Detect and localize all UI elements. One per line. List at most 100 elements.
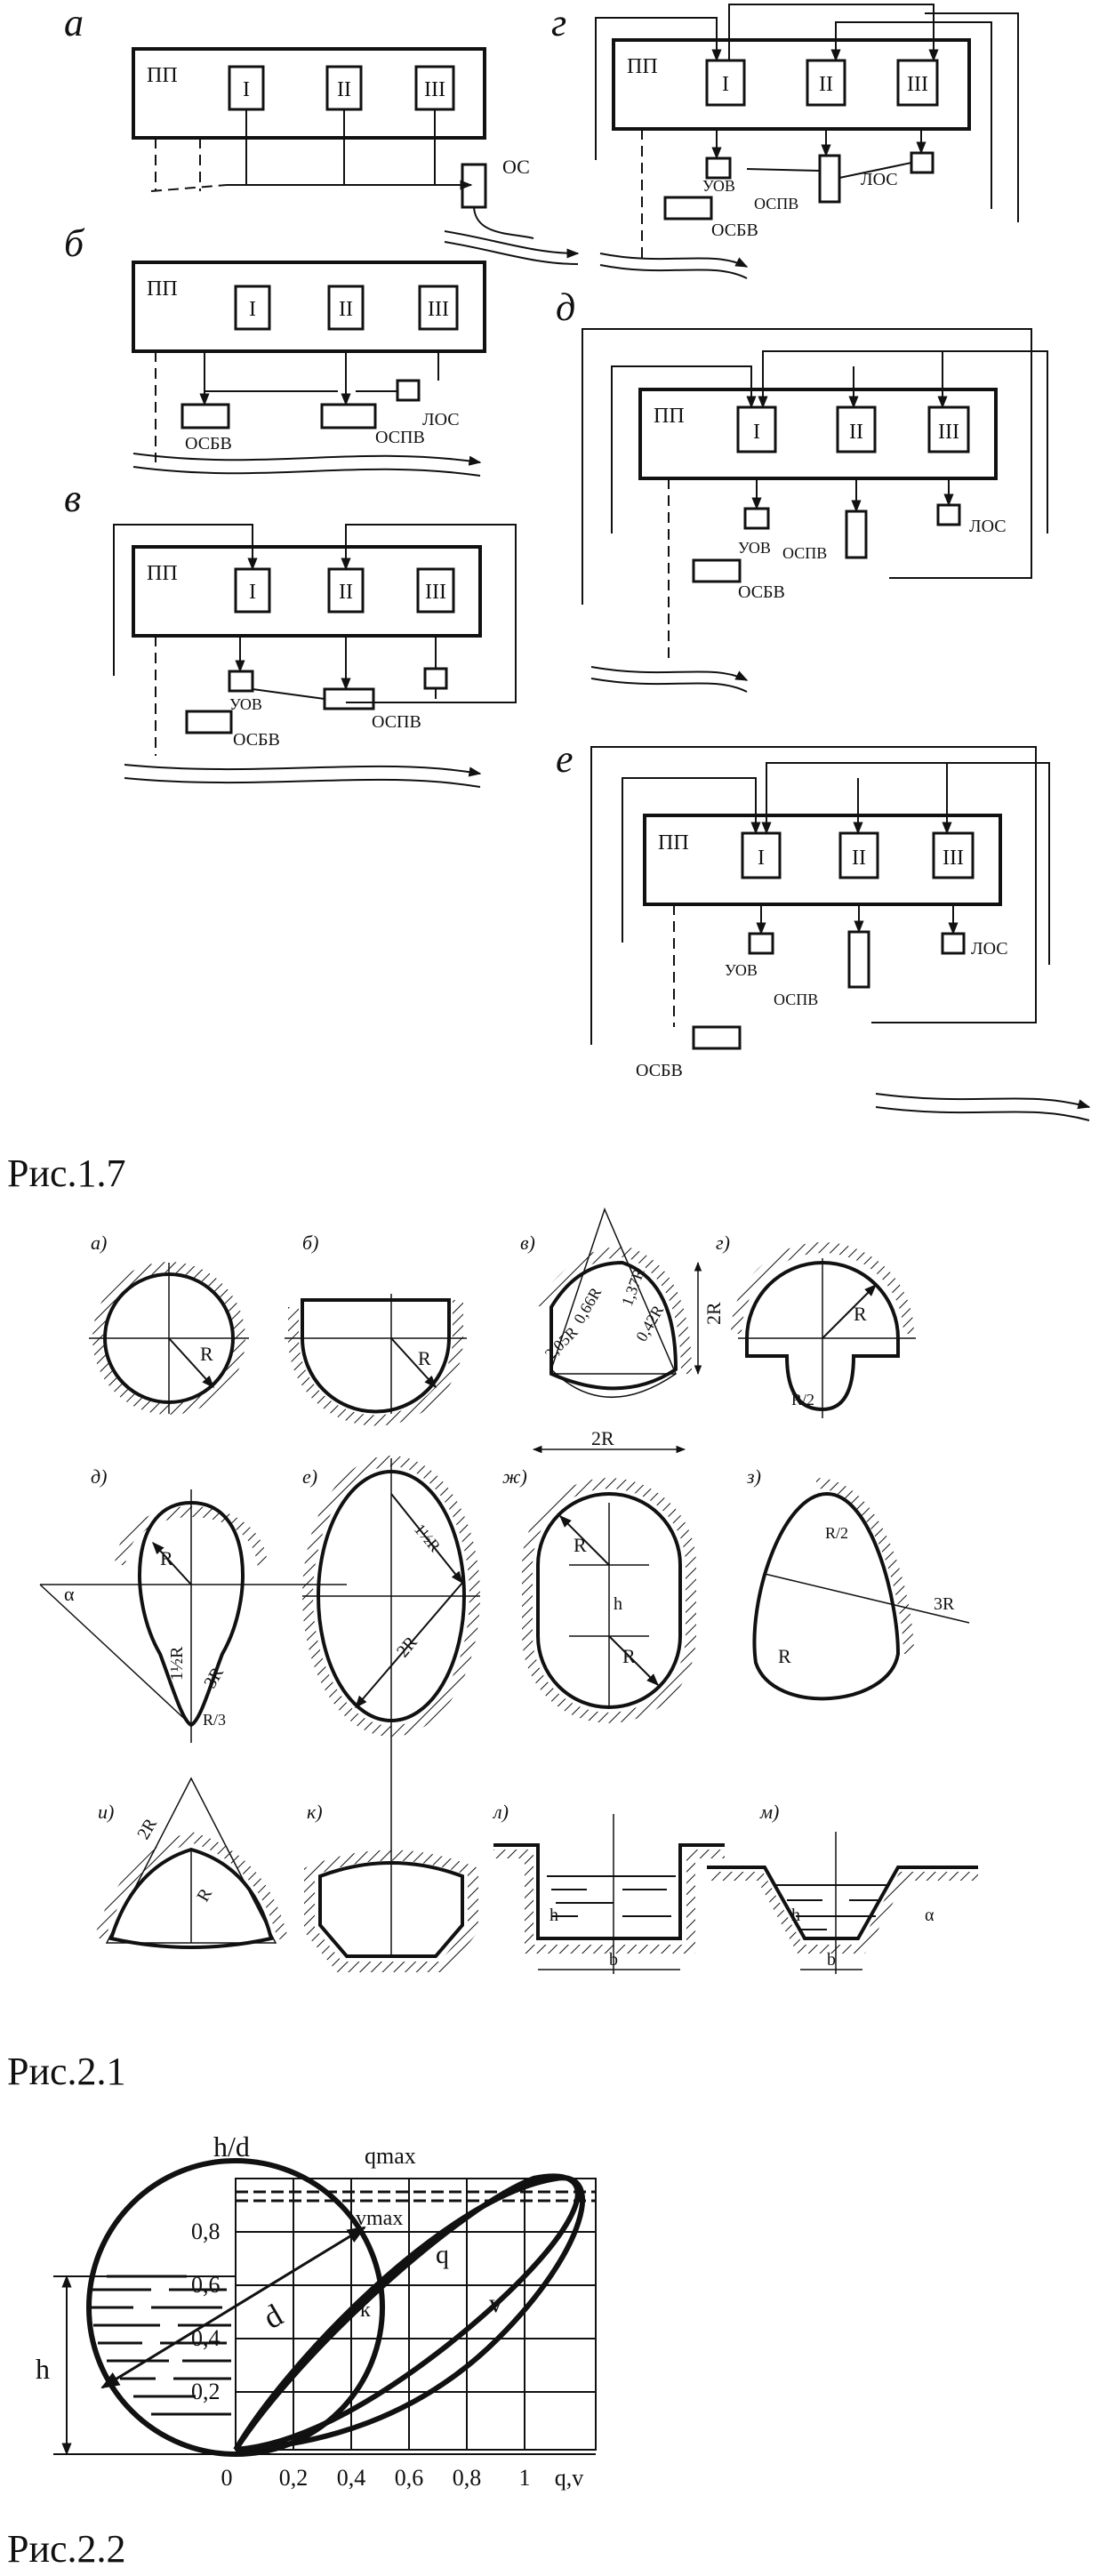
workshop-3: III (428, 298, 449, 321)
radius-label: R (854, 1303, 867, 1325)
radius-label: R (418, 1347, 431, 1369)
ospv-label: ОСПВ (375, 428, 425, 447)
workshop-1: I (758, 847, 765, 870)
qmax-label: qmax (365, 2143, 416, 2169)
workshop-3: III (425, 581, 446, 604)
figure-1-7: а ПП I II III ОС б ПП (64, 1, 1091, 1121)
panel-label: ж) (502, 1465, 527, 1488)
two-r-label: 2R (591, 1427, 614, 1449)
h-label: h (549, 1906, 558, 1925)
los-label: ЛОС (971, 939, 1008, 959)
ospv-label: ОСПВ (782, 544, 827, 562)
label-042r: 0,42R (632, 1302, 667, 1344)
alpha-label: α (64, 1583, 75, 1605)
panel-label: з) (746, 1465, 761, 1488)
plant-label: ПП (147, 64, 178, 87)
panel-label: к) (307, 1801, 323, 1823)
workshop-1: I (249, 298, 256, 321)
x-tick: 0,2 (279, 2465, 309, 2491)
figure-2-2: d h h/d qmax vmax q v к 0,8 0,6 0,4 0,2 … (36, 2131, 597, 2491)
panel-label-e: е (556, 737, 574, 781)
plant-label: ПП (147, 562, 178, 585)
workshop-2: II (339, 298, 353, 321)
section-z: з) 3R R/2 R (746, 1465, 970, 1701)
two-r-label: 2R (393, 1633, 421, 1662)
uov-label: УОВ (702, 177, 735, 195)
workshop-2: II (339, 581, 353, 604)
ospv-label: ОСПВ (372, 712, 421, 732)
panel-label: в) (520, 1232, 535, 1254)
section-v: в) 2R 2R 0,66R 1,37R 2,05R 0,42R (520, 1207, 725, 1454)
los-label: ЛОС (422, 410, 460, 429)
workshop-1: I (722, 73, 729, 96)
panel-label: б) (302, 1232, 318, 1254)
panel-b: б ПП I II III ОСБВ ОСПВ ЛОС (64, 221, 486, 477)
label-205r: 2,05R (541, 1323, 582, 1363)
los-label: ЛОС (969, 517, 1007, 536)
osbv-label: ОСБВ (636, 1061, 683, 1080)
radius-label: R (574, 1534, 587, 1556)
figure-caption-2-1: Рис.2.1 (7, 2050, 126, 2093)
panel-label-b: б (64, 221, 85, 265)
r-half-label: R/2 (825, 1524, 848, 1542)
panel-a: а ПП I II III ОС (64, 1, 580, 265)
workshop-1: I (243, 78, 250, 101)
y-tick: 0,8 (191, 2219, 221, 2244)
uov-label: УОВ (738, 539, 771, 557)
section-m: м) h α b (707, 1801, 978, 1974)
h-label: h (791, 1906, 800, 1925)
panel-label: а) (91, 1232, 107, 1254)
section-e: е) 1½R 2R (302, 1456, 480, 1956)
panel-label-v: в (64, 477, 81, 520)
radius-label: R (160, 1547, 173, 1569)
three-r-label: 3R (200, 1664, 228, 1692)
workshop-3: III (938, 421, 959, 444)
osbv-label: ОСБВ (233, 730, 280, 750)
ospv-label: ОСПВ (774, 991, 818, 1008)
figure-caption-1-7: Рис.1.7 (7, 1152, 126, 1195)
k-label: к (360, 2299, 371, 2322)
b-label: b (609, 1950, 618, 1970)
los-label: ЛОС (861, 170, 898, 189)
three-r-label: 3R (934, 1594, 955, 1614)
panel-v: в ПП I II III УОВ ОСБВ ОСПВ (64, 477, 517, 788)
b-label: b (827, 1950, 836, 1970)
uov-label: УОВ (725, 961, 758, 979)
uov-label: УОВ (229, 695, 262, 713)
r-half-label: R/2 (791, 1391, 814, 1408)
two-r-label: 2R (133, 1815, 161, 1843)
section-i: и) 2R R (94, 1777, 288, 1949)
h-label: h (614, 1594, 622, 1614)
x-ticks: 0 0,2 0,4 0,6 0,8 1 q,v (221, 2465, 584, 2491)
vmax-label: vmax (356, 2207, 403, 2230)
osbv-label: ОСБВ (185, 434, 232, 453)
one-half-r-label: 1½R (167, 1646, 187, 1681)
plant-label: ПП (654, 405, 685, 428)
section-zh: ж) R R h (502, 1465, 696, 1723)
radius-label: R (778, 1645, 791, 1667)
workshop-3: III (943, 847, 964, 870)
osbv-label: ОСБВ (711, 221, 758, 240)
panel-g: г ПП I II III УОВ ОСПВ ЛОС ОСБВ (551, 1, 1019, 279)
r-third-label: R/3 (203, 1711, 226, 1729)
label-137r: 1,37R (618, 1266, 648, 1309)
panel-label-a: а (64, 1, 84, 44)
radius-label-2: R (622, 1645, 636, 1667)
workshop-2: II (852, 847, 866, 870)
y-tick: 0,4 (191, 2325, 221, 2351)
plant-label: ПП (658, 831, 689, 855)
x-axis-title: q,v (555, 2465, 584, 2491)
workshop-2: II (337, 78, 351, 101)
section-a: а) R (89, 1232, 249, 1415)
panel-label-g: г (551, 1, 566, 44)
section-d: д) α R 1½R 3R R/3 (39, 1465, 347, 1743)
h-label: h (36, 2353, 50, 2385)
v-label: v (489, 2289, 502, 2318)
x-tick: 0,8 (453, 2465, 482, 2491)
panel-label: и) (98, 1801, 114, 1823)
workshop-1: I (249, 581, 256, 604)
alpha-label: α (925, 1906, 935, 1925)
section-b: б) R (285, 1232, 467, 1426)
radius-label: R (193, 1884, 216, 1905)
